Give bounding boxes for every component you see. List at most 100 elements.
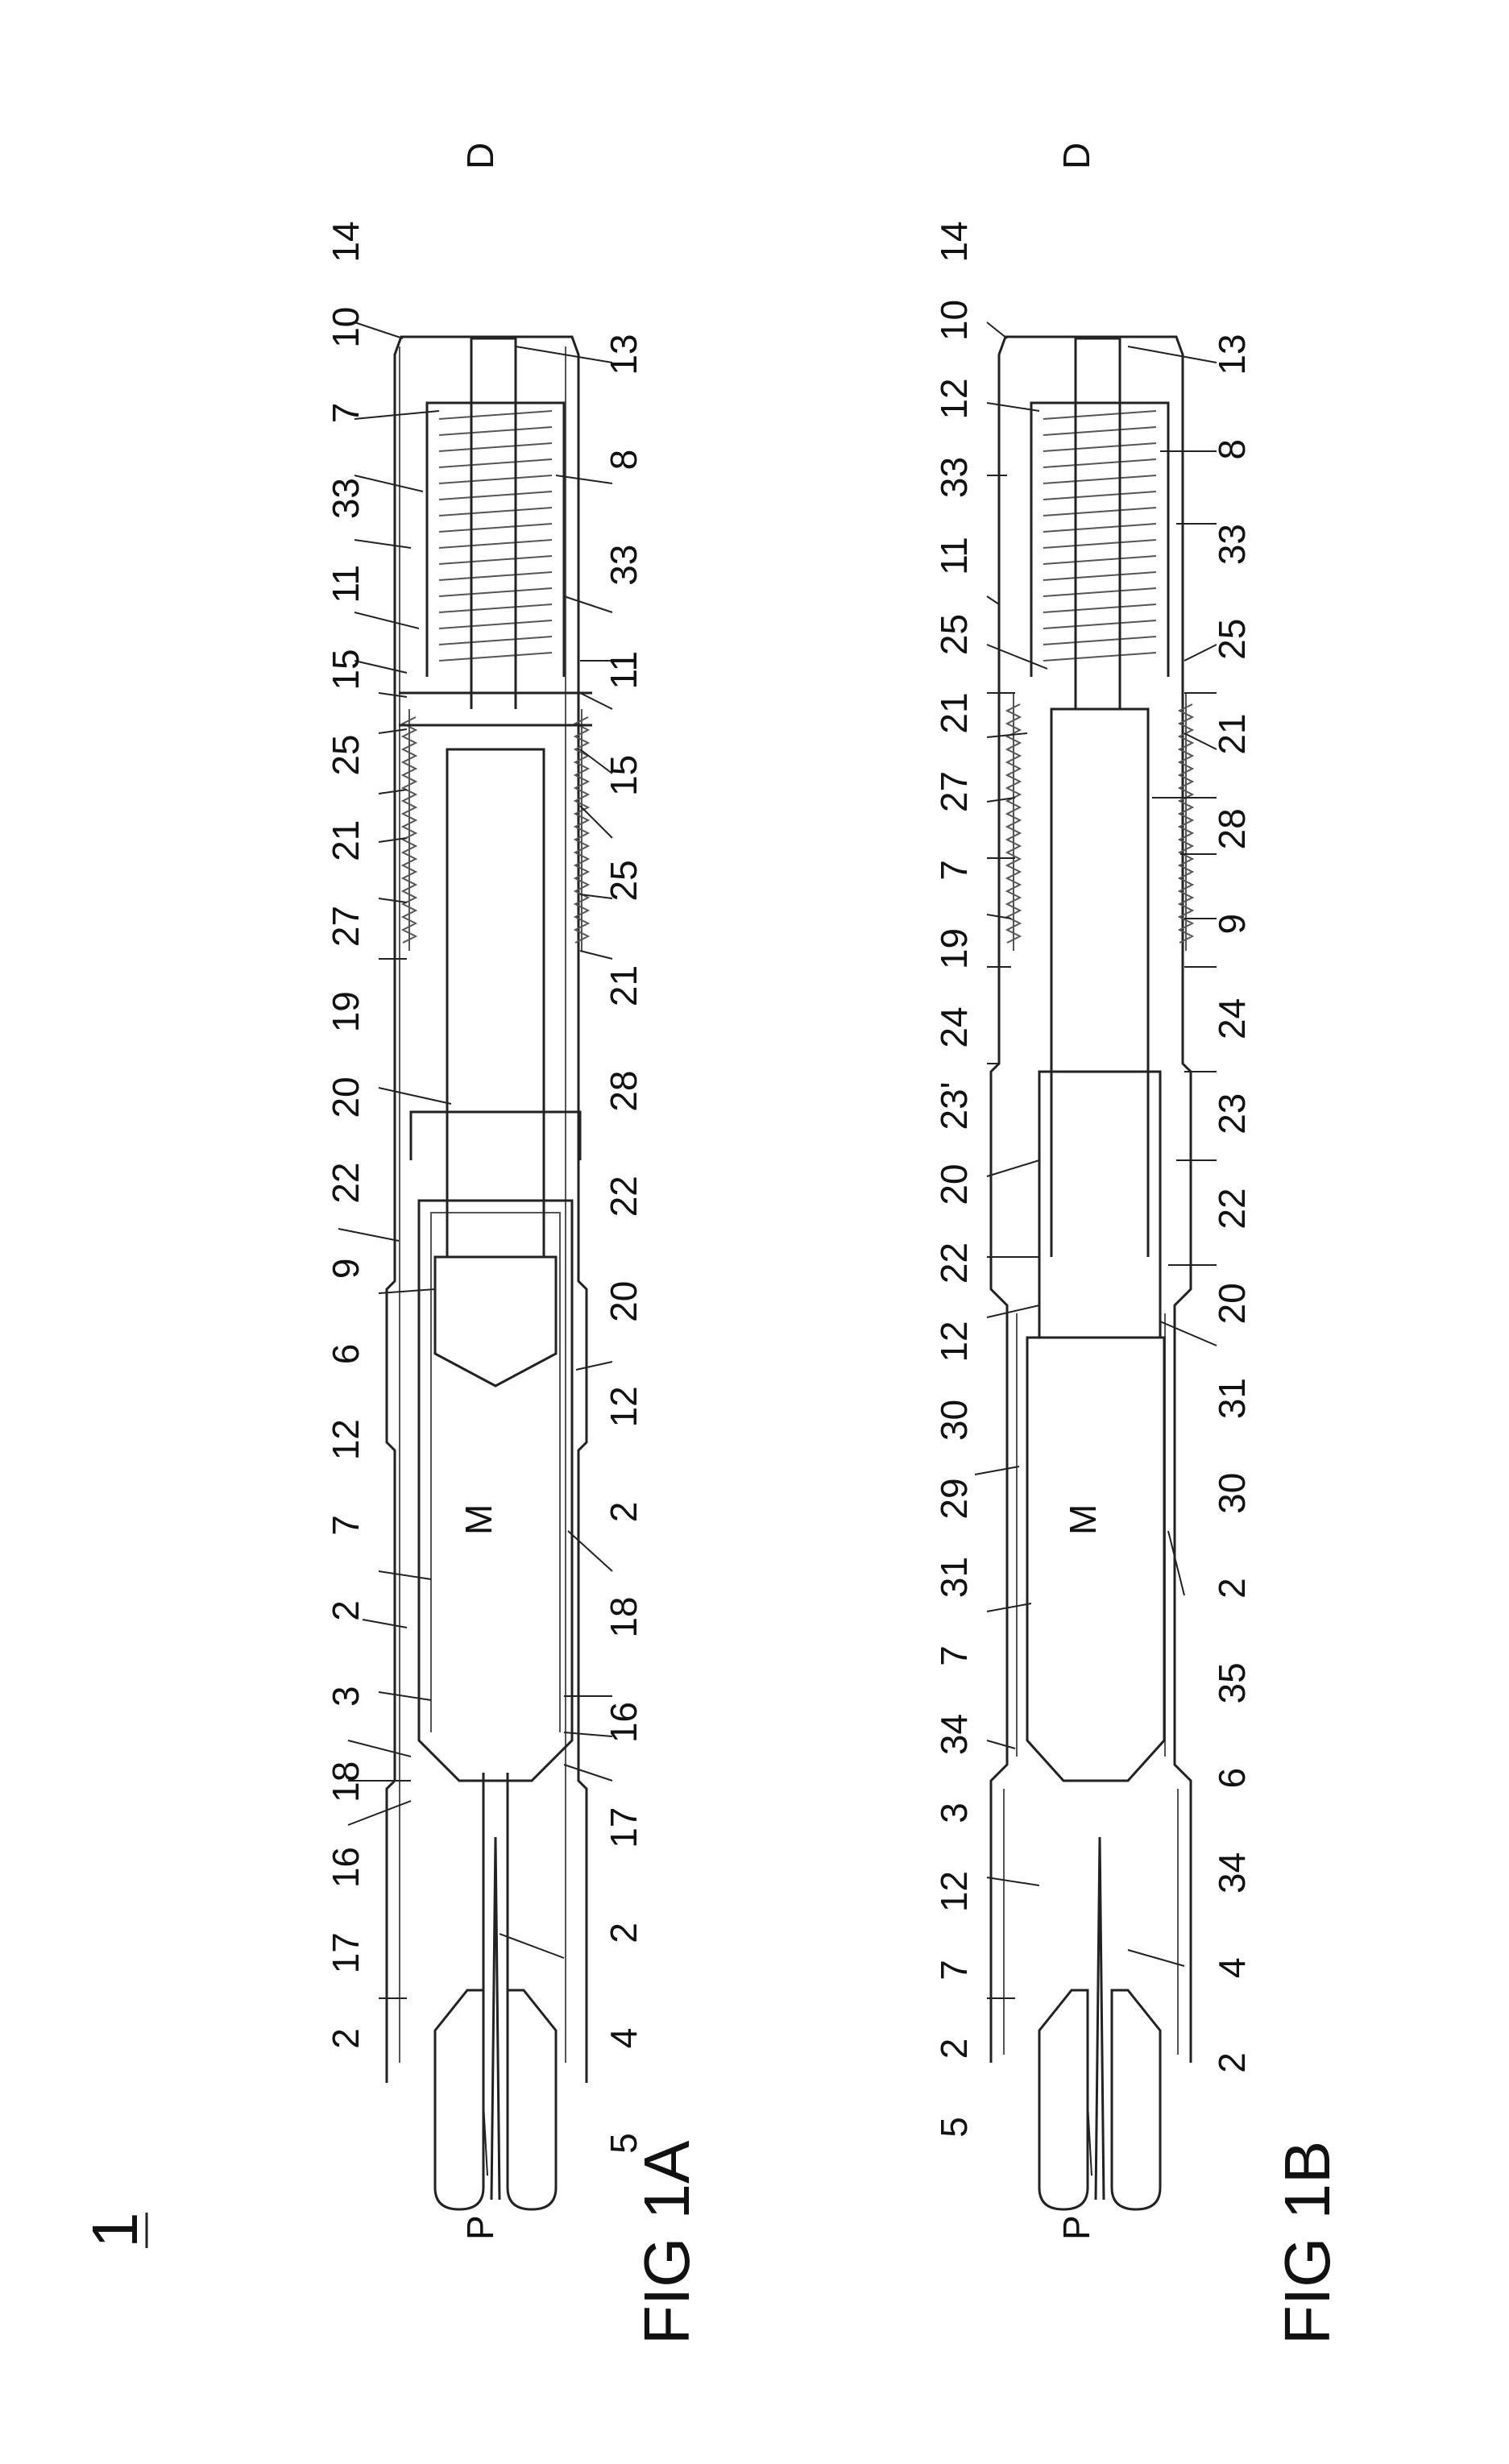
fig_a-lower-numeral: 8 [603, 450, 645, 471]
fig_a-lower-numeral: 4 [603, 2028, 645, 2049]
reference-numeral: 10 [933, 300, 975, 341]
reference-numeral: 12 [933, 1871, 975, 1912]
fig_b-upper-numeral: 12 [933, 378, 975, 419]
fig_a-upper-numeral: 18 [325, 1761, 367, 1802]
reference-numeral: 12 [325, 1419, 367, 1460]
fig-1b-distal-label: D [1055, 143, 1097, 169]
fig-1a-needle-cap [435, 1990, 483, 2209]
reference-numeral: 18 [325, 1761, 367, 1802]
fig_b-lower-numeral: 21 [1211, 714, 1253, 755]
reference-numeral: 21 [325, 820, 367, 861]
reference-numeral: 22 [933, 1242, 975, 1284]
fig_a-lower-numeral: 2 [603, 1923, 645, 1943]
fig_b-lower-numeral: 2 [1211, 1578, 1253, 1599]
fig_b-upper-numeral: 23' [933, 1082, 975, 1130]
fig_b-lower-numeral: 34 [1211, 1852, 1253, 1894]
reference-numeral: 5 [933, 2117, 975, 2138]
fig-1b-title: FIG 1B [1271, 2141, 1343, 2345]
reference-numeral: 29 [933, 1478, 975, 1519]
reference-numeral: 27 [933, 771, 975, 812]
fig_a-upper-numeral: 9 [325, 1259, 367, 1280]
reference-numeral: 31 [933, 1557, 975, 1598]
reference-numeral: 20 [933, 1164, 975, 1205]
fig_a-upper-numeral: 7 [325, 403, 367, 424]
reference-numeral: 13 [1211, 334, 1253, 375]
reference-numeral: 25 [933, 614, 975, 655]
fig_a-upper-numeral: 22 [325, 1163, 367, 1204]
reference-numeral: 8 [1211, 439, 1253, 460]
fig_b-lower-numeral: 13 [1211, 334, 1253, 375]
fig_b-upper-numeral: 10 [933, 300, 975, 341]
fig-1b-syringe [1027, 1338, 1164, 1781]
fig-1a-plunger [447, 749, 544, 1257]
fig_b-lower-numeral: 6 [1211, 1768, 1253, 1789]
fig-1a-drive-spring [439, 411, 552, 661]
fig_a-lower-numeral: 28 [603, 1071, 645, 1112]
reference-numeral: 20 [603, 1281, 645, 1322]
fig-1a-needle [491, 1837, 500, 2200]
fig_a-lower-numeral: 18 [603, 1597, 645, 1638]
fig_b-lower-numeral: 22 [1211, 1188, 1253, 1229]
fig-1b-proximal-label: P [1055, 2215, 1097, 2240]
fig_a-upper-numeral: 15 [325, 649, 367, 690]
fig-1b-reference-numerals-lower: 24346352303120222324928212533813 [1211, 334, 1253, 2072]
fig-1b-caption: FIG 1B [1271, 2141, 1343, 2345]
reference-numeral: 13 [603, 334, 645, 375]
fig_b-upper-numeral: 5 [933, 2117, 975, 2138]
reference-numeral: 11 [603, 651, 645, 690]
fig-1b-reference-numerals-upper: 52712334731293012222023'2419727212511331… [933, 221, 975, 2137]
reference-numeral: 30 [933, 1400, 975, 1441]
fig_b-lower-numeral: 20 [1211, 1283, 1253, 1324]
reference-numeral: 6 [325, 1344, 367, 1365]
reference-numeral: 21 [1211, 714, 1253, 755]
fig_a-upper-numeral: 3 [325, 1686, 367, 1707]
reference-numeral: 6 [1211, 1768, 1253, 1789]
reference-numeral: 7 [933, 1645, 975, 1666]
reference-numeral: 12 [933, 378, 975, 419]
sheet-reference: 1 [79, 2213, 151, 2249]
reference-numeral: 7 [933, 1960, 975, 1981]
reference-numeral: 33 [933, 457, 975, 498]
fig_a-lower-numeral: 13 [603, 334, 645, 375]
fig-1a-device-body [387, 337, 592, 2209]
fig_a-lower-numeral: 16 [603, 1702, 645, 1743]
fig-1b-proximal-marker: P [1055, 2215, 1097, 2240]
fig-1a-needle-spring [409, 709, 582, 951]
fig_b-lower-numeral: 9 [1211, 914, 1253, 935]
reference-numeral: 19 [325, 991, 367, 1032]
fig_a-upper-numeral: 20 [325, 1076, 367, 1118]
fig_a-lower-numeral: 17 [603, 1807, 645, 1848]
reference-numeral: 19 [933, 928, 975, 969]
reference-numeral: 10 [325, 307, 367, 348]
reference-numeral: 22 [325, 1163, 367, 1204]
reference-numeral: 31 [1211, 1378, 1253, 1419]
reference-numeral: 33 [1211, 524, 1253, 565]
fig-1a-proximal-marker: P [459, 2215, 501, 2240]
fig-1b-stopper-region [1039, 1072, 1160, 1338]
reference-numeral: 22 [603, 1176, 645, 1217]
reference-numeral: 28 [603, 1071, 645, 1112]
reference-numeral: 15 [325, 649, 367, 690]
fig_a-lower-numeral: 21 [603, 965, 645, 1006]
fig_a-upper-numeral: 12 [325, 1419, 367, 1460]
fig_b-lower-numeral: 25 [1211, 619, 1253, 660]
fig_b-lower-numeral: 30 [1211, 1473, 1253, 1514]
fig_b-upper-numeral: 29 [933, 1478, 975, 1519]
reference-numeral: 3 [325, 1686, 367, 1707]
reference-numeral: 18 [603, 1597, 645, 1638]
reference-numeral: 9 [1211, 914, 1253, 935]
fig_a-upper-numeral: 21 [325, 820, 367, 861]
fig_b-upper-numeral: 21 [933, 692, 975, 733]
reference-numeral: 11 [325, 565, 367, 604]
reference-numeral: 21 [933, 692, 975, 733]
fig_a-upper-numeral: 19 [325, 991, 367, 1032]
fig_b-upper-numeral: 11 [933, 537, 975, 575]
fig_b-lower-numeral: 8 [1211, 439, 1253, 460]
fig-1a-reference-numerals-upper: 2171618327126922201927212515113371014 [325, 221, 367, 2048]
fig_a-upper-numeral: 16 [325, 1847, 367, 1888]
fig_a-upper-numeral: 7 [325, 1515, 367, 1536]
reference-numeral: 2 [603, 1923, 645, 1943]
fig_a-lower-numeral: 15 [603, 755, 645, 796]
reference-numeral: 21 [603, 965, 645, 1006]
reference-numeral: 34 [1211, 1852, 1253, 1894]
